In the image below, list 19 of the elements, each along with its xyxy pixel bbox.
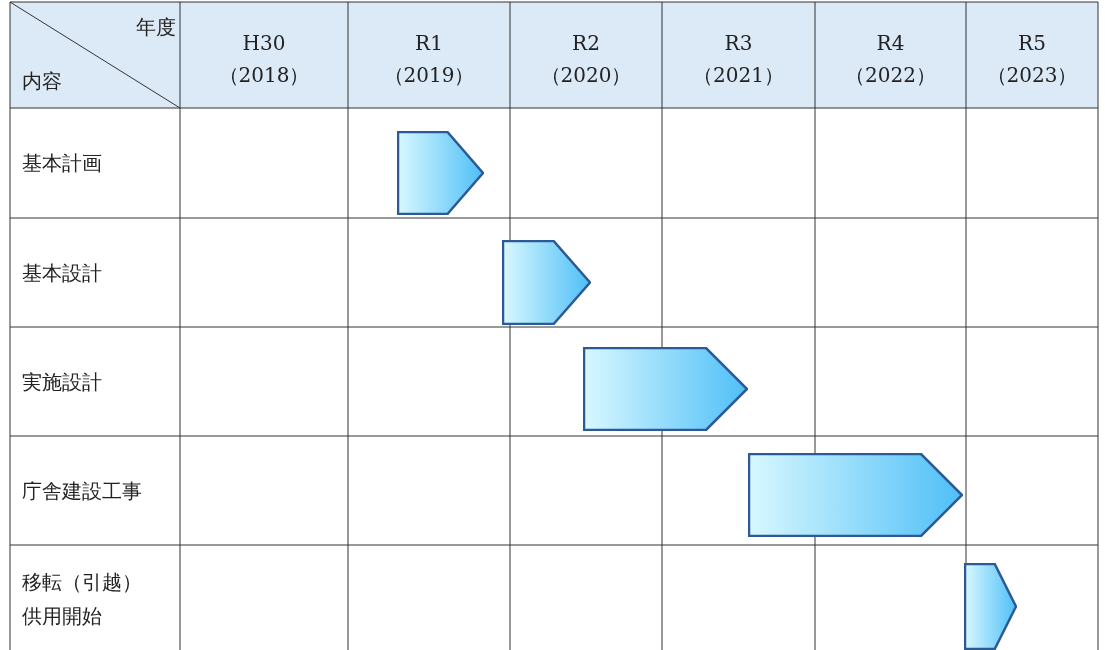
task-name: 実施設計 [22, 368, 103, 396]
corner-heading: 年度 [136, 14, 176, 40]
year-heading: R1 [414, 30, 444, 56]
year-heading: （2022） [844, 62, 937, 88]
year-heading: （2018） [217, 62, 311, 88]
corner-heading: 内容 [22, 68, 62, 94]
year-heading: （2019） [382, 62, 476, 88]
year-heading: H30 [241, 30, 287, 56]
task-name: 基本計画 [22, 150, 103, 177]
year-heading: R3 [723, 30, 754, 56]
task-name: 庁舎建設工事 [22, 477, 142, 505]
year-heading: R2 [571, 30, 601, 56]
year-heading: （2021） [692, 62, 785, 88]
year-heading: R4 [875, 30, 906, 56]
year-heading: （2023） [985, 62, 1079, 88]
task-name: 移転（引越）供用開始 [22, 568, 142, 630]
year-heading: （2020） [539, 62, 633, 88]
task-name: 基本設計 [22, 259, 103, 287]
year-heading: R5 [1017, 30, 1047, 56]
